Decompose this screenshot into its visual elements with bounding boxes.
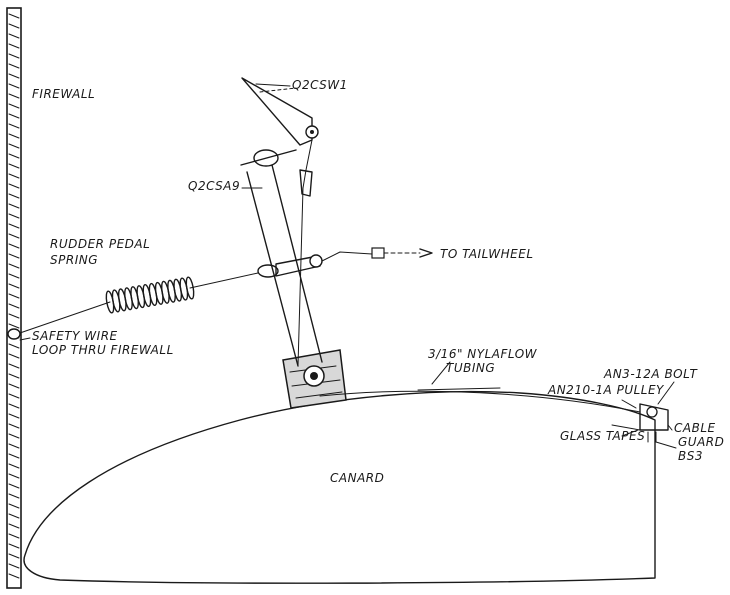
leader-lines xyxy=(19,83,677,449)
label-cable: CABLE xyxy=(674,421,716,435)
label-firewall: FIREWALL xyxy=(32,87,95,101)
canard-airfoil xyxy=(23,390,656,584)
label-q2csw1: Q2CSW1 xyxy=(292,78,348,92)
label-spring: SPRING xyxy=(50,253,98,267)
label-rudder-pedal: RUDDER PEDAL xyxy=(50,237,150,251)
tailwheel-cable xyxy=(321,247,433,262)
label-loop-thru: LOOP THRU FIREWALL xyxy=(32,343,174,357)
label-q2csa9: Q2CSA9 xyxy=(188,179,240,193)
label-an3-bolt: AN3-12A BOLT xyxy=(603,367,698,381)
label-canard: CANARD xyxy=(330,471,384,485)
label-an210-pulley: AN210-1A PULLEY xyxy=(547,383,665,397)
rudder-cable-vertical xyxy=(297,139,313,367)
label-safety-wire: SAFETY WIRE xyxy=(32,329,118,343)
rudder-pedal-arm xyxy=(240,149,323,367)
label-bs3: BS3 xyxy=(678,449,703,463)
firewall xyxy=(6,7,22,589)
label-nyla-size: 3/16" NYLAFLOW xyxy=(428,347,538,361)
label-to-tailwheel: TO TAILWHEEL xyxy=(440,247,534,261)
pulley-mount-block xyxy=(282,349,347,409)
label-guard: GUARD xyxy=(678,435,724,449)
label-tubing: TUBING xyxy=(446,361,495,375)
canard-cable xyxy=(319,387,669,443)
label-glass-tapes: GLASS TAPES xyxy=(560,429,645,443)
rudder-pedal-spring xyxy=(7,254,323,340)
